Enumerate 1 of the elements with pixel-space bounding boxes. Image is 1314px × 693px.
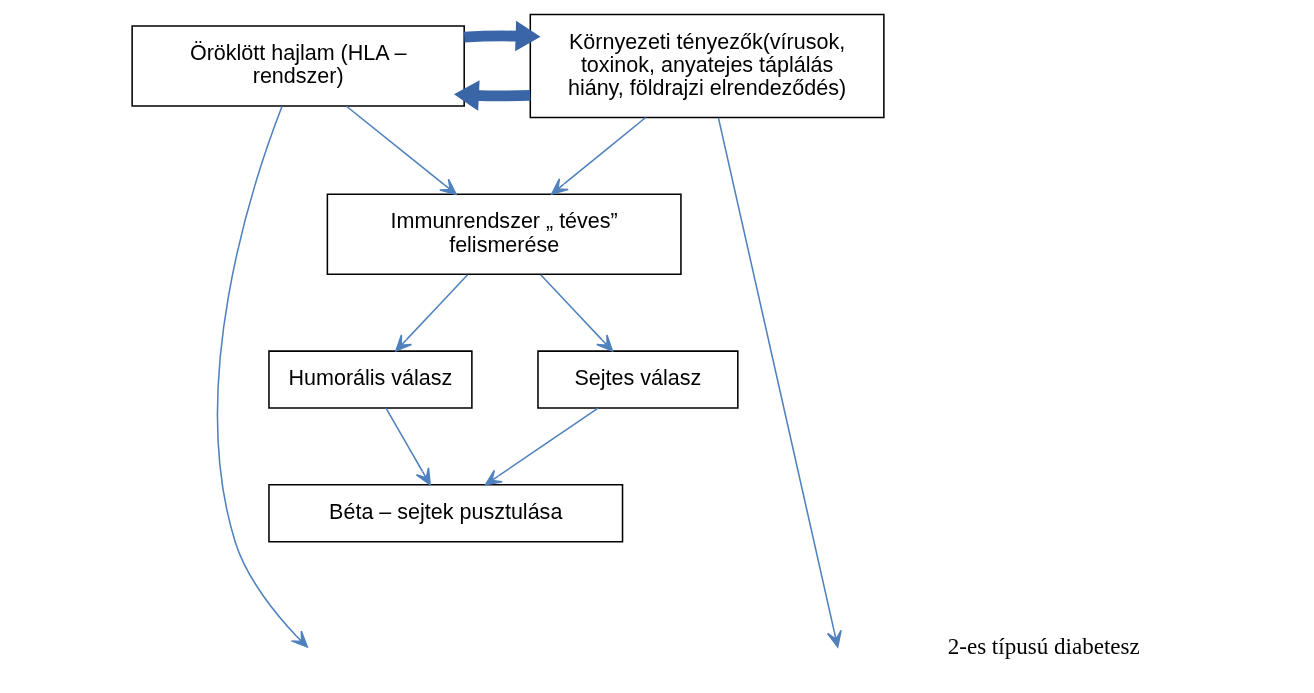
label: 2-es típusú diabetesz <box>947 632 1140 659</box>
